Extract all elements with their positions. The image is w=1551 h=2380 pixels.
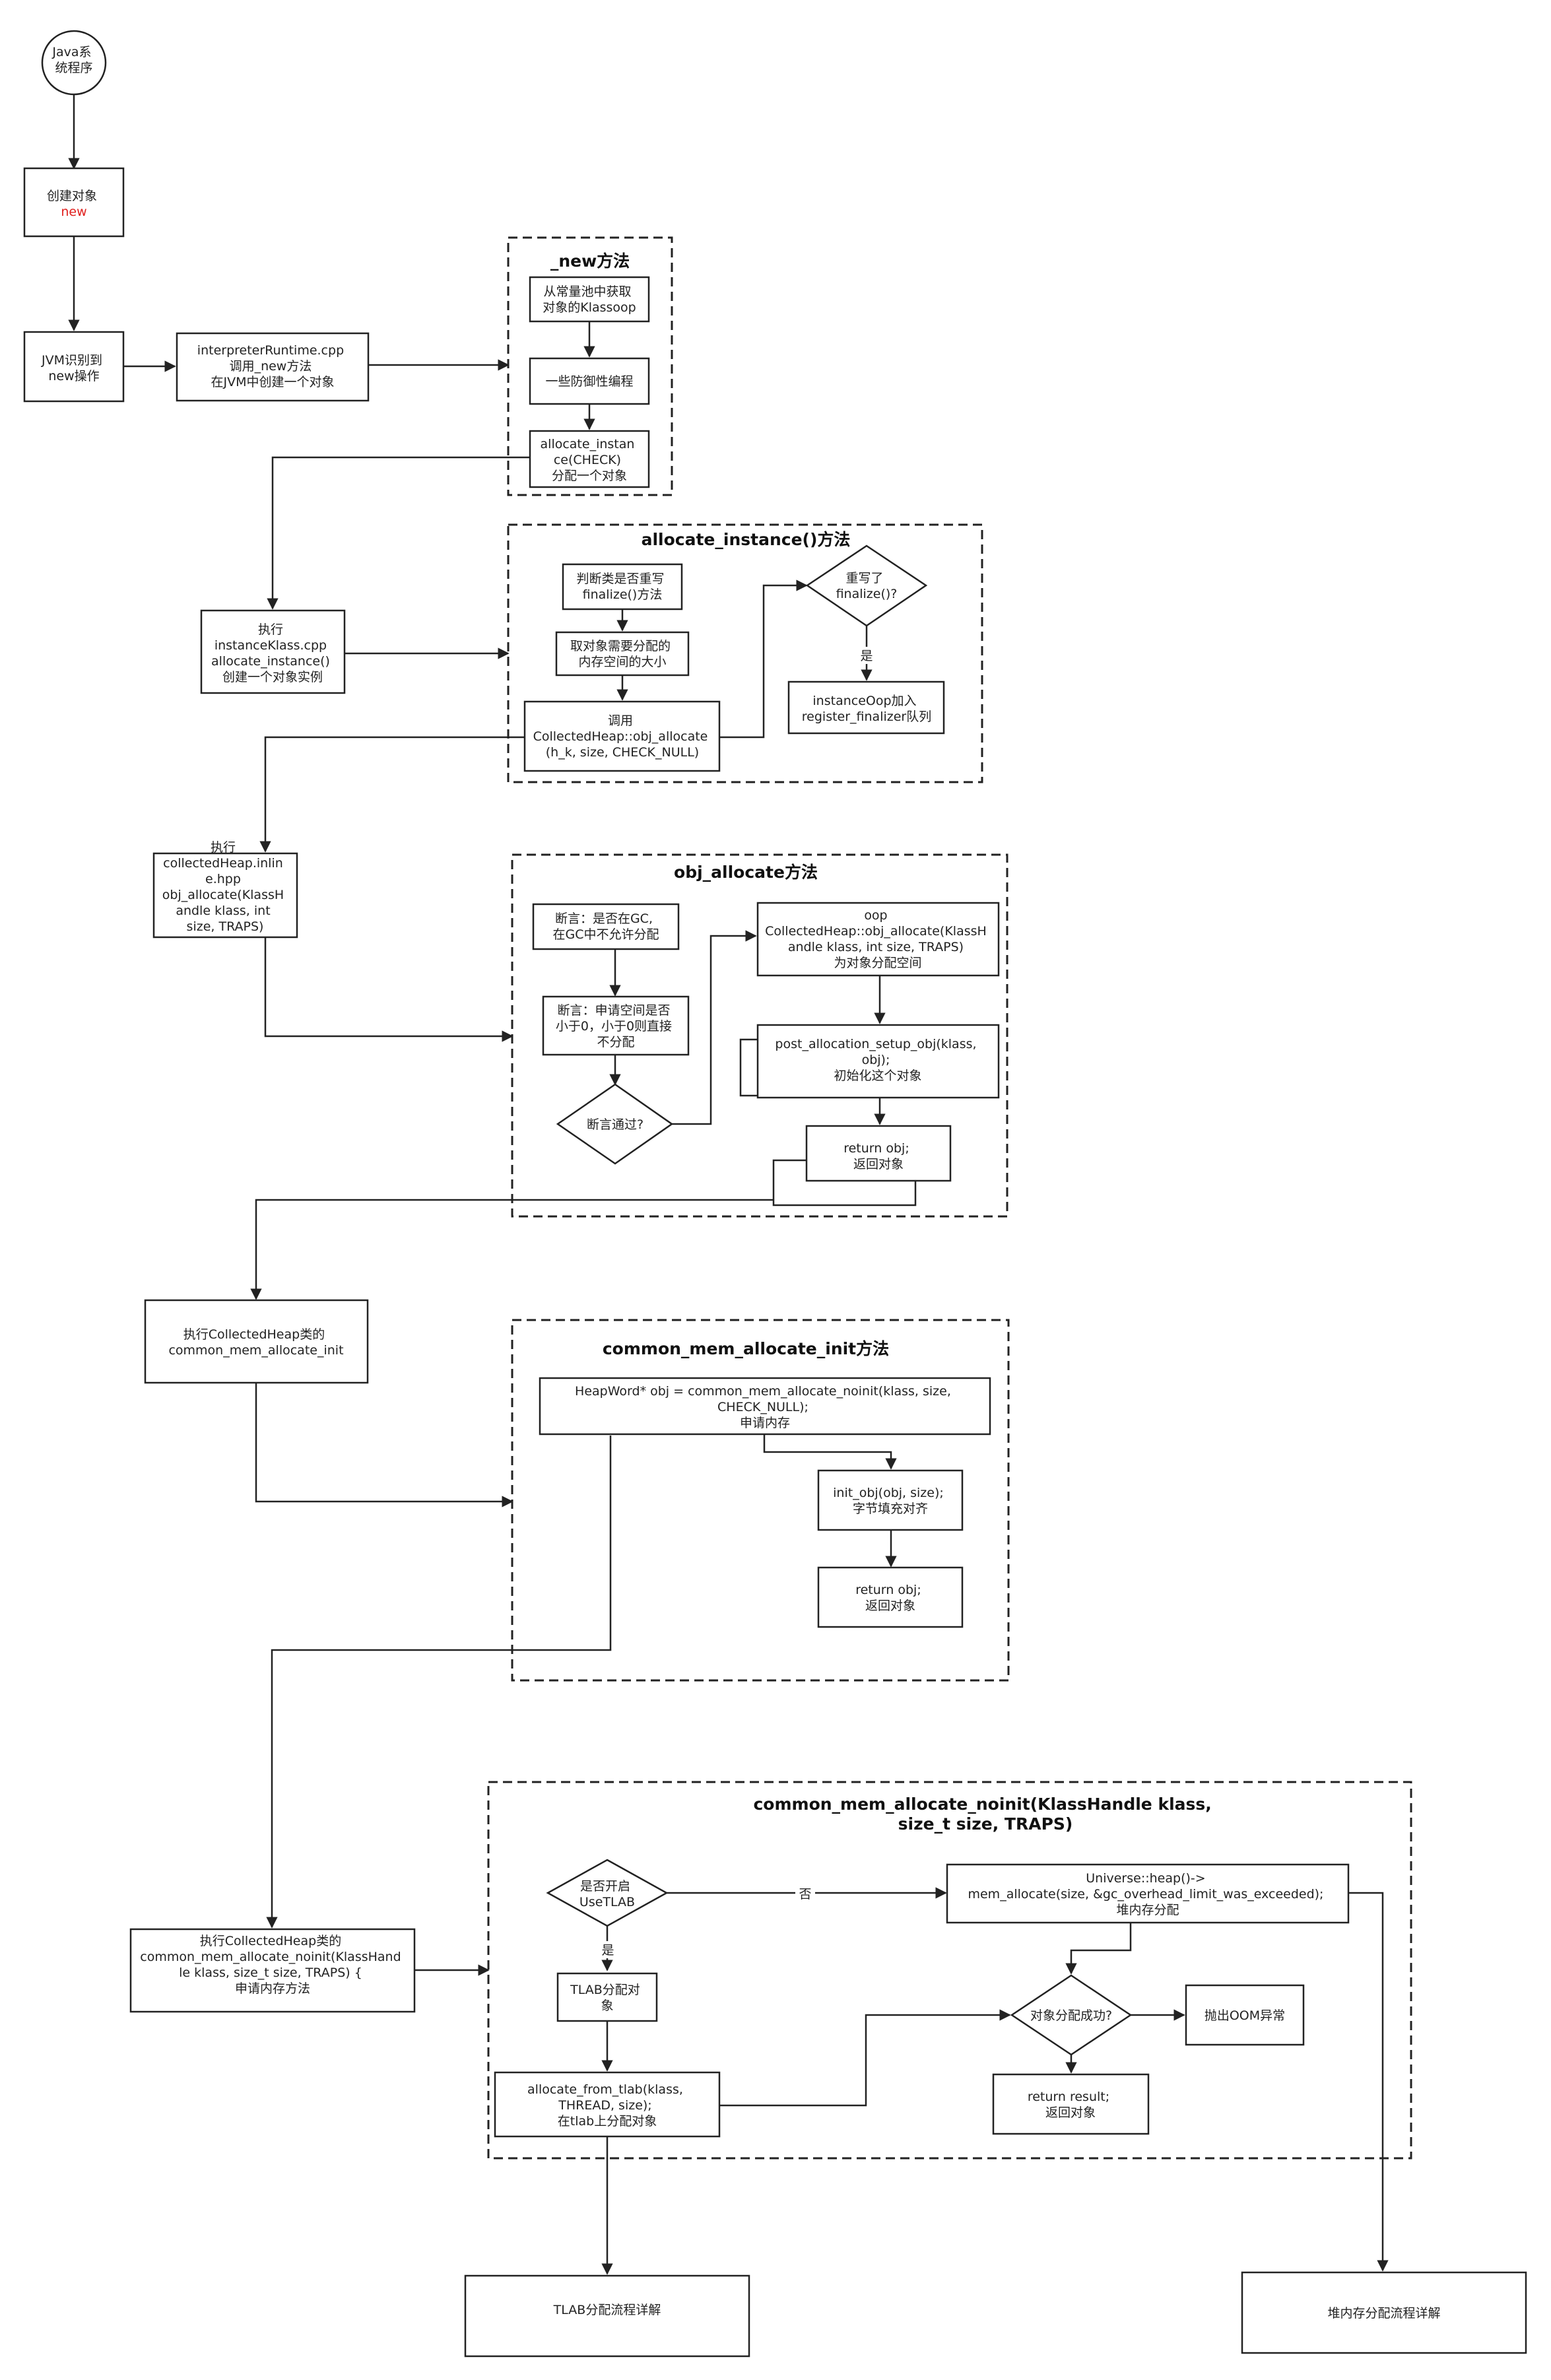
assert-gc-node: 断言：是否在GC, 在GC中不允许分配	[532, 903, 680, 950]
svg-text:post_allocation_setup_obj(klas: post_allocation_setup_obj(klass, obj); 初…	[775, 1037, 980, 1083]
create-object-node: 创建对象 new	[23, 167, 125, 238]
assert-pass-decision: 断言通过?	[556, 1083, 674, 1165]
oop-allocate-node: oop CollectedHeap::obj_allocate(KlassH a…	[756, 902, 1000, 977]
group-title: allocate_instance()方法	[642, 530, 851, 549]
collected-heap-inline-node: 执行 collectedHeap.inlin e.hpp obj_allocat…	[152, 840, 298, 939]
svg-text:执行CollectedHeap类的 common: 执行CollectedHeap类的 common_mem_allocate_no…	[140, 1934, 405, 1996]
register-finalizer-node: instanceOop加入 register_finalizer队列	[787, 680, 945, 735]
size-calc-node: 取对象需要分配的 内存空间的大小	[555, 631, 690, 677]
return-object-node-2: return obj; 返回对象	[817, 1566, 964, 1628]
svg-text:init_obj(obj, size); 字节填: init_obj(obj, size); 字节填充对齐	[833, 1486, 948, 1516]
alloc-from-tlab-node: allocate_from_tlab(klass, THREAD, size);…	[494, 2071, 721, 2138]
jvm-new-node: JVM识别到 new操作	[23, 331, 125, 403]
svg-text:调用 CollectedHeap::obj_al: 调用 CollectedHeap::obj_allocate (h_k, siz…	[533, 713, 712, 760]
exec-noinit-node: 执行CollectedHeap类的 common_mem_allocate_no…	[129, 1928, 416, 2013]
oom-node: 抛出OOM异常	[1185, 1984, 1305, 2046]
alloc-success-decision: 对象分配成功?	[1010, 1974, 1133, 2056]
svg-text:TLAB分配对 象: TLAB分配对 象	[570, 1983, 644, 2013]
svg-text:断言：申请空间是否 小于0，小于0则直接: 断言：申请空间是否 小于0，小于0则直接 不分配	[556, 1003, 676, 1049]
edge	[719, 2009, 1011, 2107]
svg-text:执行 collectedHeap.inlin: 执行 collectedHeap.inlin e.hpp obj_allocat…	[162, 840, 288, 934]
svg-text:allocate_instan ce(CHECK: allocate_instan ce(CHECK) 分配一个对象	[541, 437, 639, 483]
edge	[264, 937, 513, 1042]
klassoop-node: 从常量池中获取 对象的Klassoop	[529, 276, 650, 323]
svg-text:return obj; 返回对象: return obj; 返回对象	[855, 1583, 925, 1613]
edge	[1065, 1923, 1132, 1975]
svg-text:断言：是否在GC, 在GC中不允许分配: 断言：是否在GC, 在GC中不允许分配	[553, 911, 659, 942]
svg-text:是否开启 UseTLAB: 是否开启 UseTLAB	[579, 1879, 635, 1909]
return-object-node-1: return obj; 返回对象	[772, 1125, 952, 1207]
svg-text:抛出OOM异常: 抛出OOM异常	[1204, 2008, 1285, 2023]
exec-common-init-node: 执行CollectedHeap类的 common_mem_allocate_in…	[144, 1299, 369, 1384]
rewrite-finalize-decision: 重写了 finalize()?	[805, 545, 928, 627]
group-allocate-instance: allocate_instance()方法	[507, 523, 983, 783]
svg-text:是: 是	[860, 649, 873, 663]
svg-text:重写了 finalize()?: 重写了 finalize()?	[836, 571, 898, 601]
edge	[266, 1436, 612, 1929]
use-tlab-decision: 是否开启 UseTLAB	[546, 1859, 669, 1927]
svg-text:一些防御性编程: 一些防御性编程	[545, 374, 633, 389]
assert-size-node: 断言：申请空间是否 小于0，小于0则直接 不分配	[542, 995, 690, 1056]
svg-text:oop CollectedHeap::obj_a: oop CollectedHeap::obj_allocate(KlassH a…	[765, 908, 991, 970]
group-new-method: _new方法	[507, 236, 673, 496]
allocate-check-node: allocate_instan ce(CHECK) 分配一个对象	[529, 430, 650, 488]
svg-text:否: 否	[799, 1887, 811, 1901]
svg-text:断言通过?: 断言通过?	[587, 1117, 644, 1132]
edges	[68, 94, 1389, 2275]
interpreter-runtime-node: interpreterRuntime.cpp 调用_new方法 在JVM中创建一…	[176, 332, 370, 402]
svg-text:是: 是	[601, 1943, 614, 1958]
group-title: common_mem_allocate_init方法	[603, 1339, 889, 1358]
return-result-node: return result; 返回对象	[992, 2073, 1150, 2135]
svg-text:堆内存分配流程详解: 堆内存分配流程详解	[1327, 2306, 1440, 2321]
start-node: Java系 统程序	[41, 30, 107, 96]
edge	[763, 1434, 897, 1470]
svg-text:对象分配成功?: 对象分配成功?	[1030, 2008, 1112, 2023]
svg-text:创建对象 new: 创建对象 new	[47, 189, 101, 219]
group-title: _new方法	[550, 251, 630, 271]
edge	[719, 579, 808, 739]
group-title: common_mem_allocate_noinit(KlassHandle k…	[753, 1795, 1217, 1834]
heap-detail-node: 堆内存分配流程详解	[1241, 2271, 1527, 2354]
svg-text:return obj; 返回对象: return obj; 返回对象	[843, 1141, 913, 1172]
svg-text:TLAB分配流程详解: TLAB分配流程详解	[553, 2303, 661, 2317]
svg-text:执行CollectedHeap类的 common: 执行CollectedHeap类的 common_mem_allocate_in…	[168, 1327, 343, 1358]
svg-text:从常量池中获取 对象的Klassoop: 从常量池中获取 对象的Klassoop	[543, 284, 636, 315]
edge	[672, 930, 757, 1125]
svg-text:取对象需要分配的 内存空间的大小: 取对象需要分配的 内存空间的大小	[570, 639, 675, 669]
post-setup-node: post_allocation_setup_obj(klass, obj); 初…	[739, 1024, 1000, 1099]
call-obj-allocate-node: 调用 CollectedHeap::obj_allocate (h_k, siz…	[523, 700, 721, 772]
heapword-node: HeapWord* obj = common_mem_allocate_noin…	[539, 1377, 991, 1436]
svg-text:执行 instanceKlass.cpp: 执行 instanceKlass.cpp allocate_instance()…	[211, 622, 334, 684]
svg-text:Universe::heap()-> mem_a: Universe::heap()-> mem_allocate(size, &g…	[968, 1871, 1327, 1917]
svg-text:return result; 返回对象: return result; 返回对象	[1028, 2090, 1113, 2120]
svg-text:instanceOop加入 register_f: instanceOop加入 register_finalizer队列	[802, 694, 931, 724]
init-obj-node: init_obj(obj, size); 字节填充对齐	[817, 1469, 964, 1531]
tlab-alloc-node: TLAB分配对 象	[556, 1972, 658, 2022]
edge	[250, 1199, 813, 1300]
svg-text:JVM识别到 new操作: JVM识别到 new操作	[41, 353, 106, 383]
no-label: 否	[795, 1885, 815, 1902]
yes-label: 是	[857, 647, 876, 664]
edge	[255, 1383, 513, 1507]
edge	[267, 456, 530, 610]
group-obj-allocate: obj_allocate方法	[511, 853, 1008, 1218]
svg-text:allocate_from_tlab(klass,: allocate_from_tlab(klass, THREAD, size);…	[527, 2082, 687, 2129]
finalize-check-node: 判断类是否重写 finalize()方法	[562, 563, 683, 611]
edge	[1348, 1892, 1389, 2272]
group-title: obj_allocate方法	[674, 863, 818, 882]
universe-heap-node: Universe::heap()-> mem_allocate(size, &g…	[946, 1863, 1350, 1924]
yes-label: 是	[599, 1941, 617, 1958]
defensive-node: 一些防御性编程	[529, 357, 650, 405]
instance-klass-node: 执行 instanceKlass.cpp allocate_instance()…	[200, 609, 346, 694]
svg-text:Java系 统程序: Java系 统程序	[51, 45, 95, 75]
svg-text:判断类是否重写 finalize()方法: 判断类是否重写 finalize()方法	[576, 572, 668, 602]
svg-text:interpreterRuntime.cpp 调: interpreterRuntime.cpp 调用_new方法 在JVM中创建一…	[197, 343, 348, 389]
tlab-detail-node: TLAB分配流程详解	[464, 2274, 750, 2358]
svg-text:HeapWord* obj = common_mem_all: HeapWord* obj = common_mem_allocate_noin…	[575, 1384, 955, 1430]
group-common-noinit: common_mem_allocate_noinit(KlassHandle k…	[487, 1781, 1412, 2160]
edge	[259, 736, 525, 853]
